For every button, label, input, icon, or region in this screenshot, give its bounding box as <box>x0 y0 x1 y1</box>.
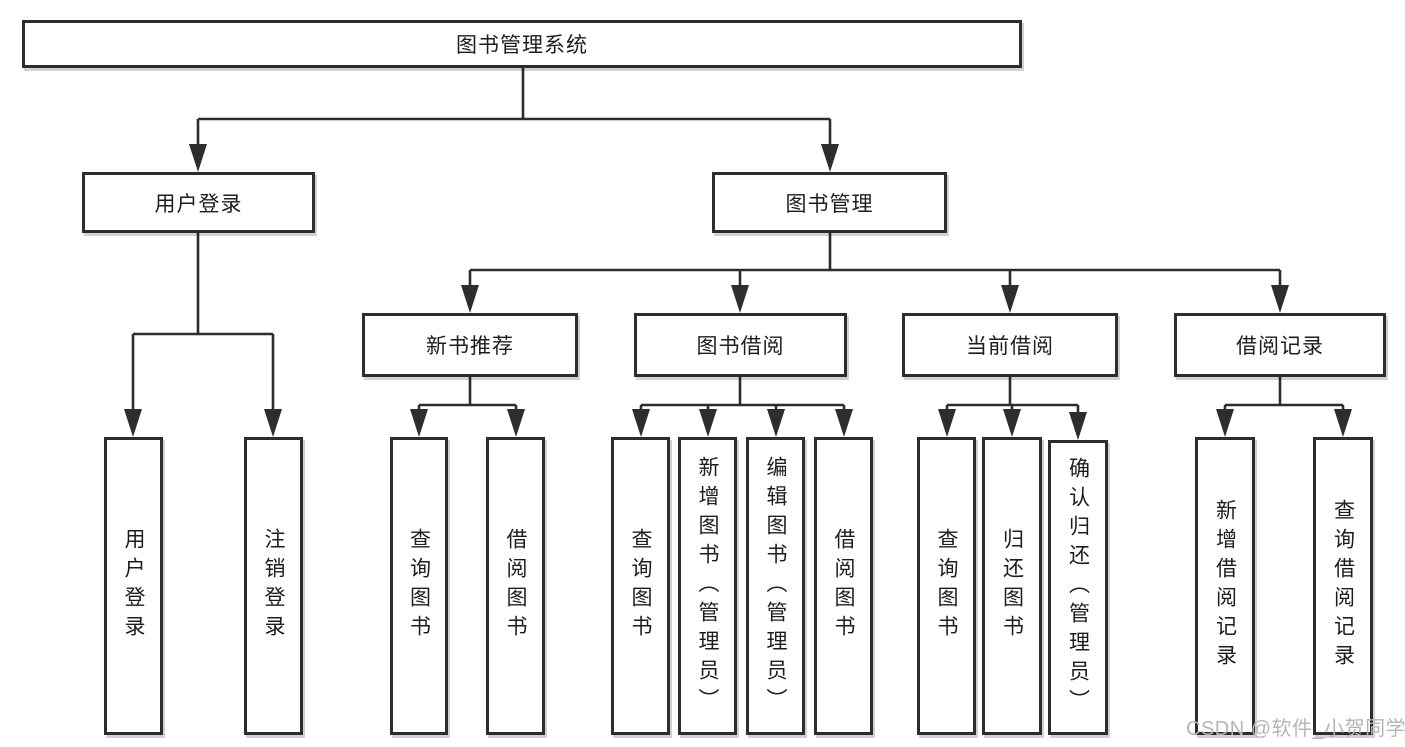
node-label: 编辑图书（管理员） <box>764 455 787 717</box>
leaf-confirm-return-admin: 确认归还（管理员） <box>1048 440 1108 735</box>
node-new-book-recommendation: 新书推荐 <box>362 313 578 377</box>
node-label: 注销登录 <box>262 528 285 644</box>
node-label: 图书借阅 <box>696 335 785 358</box>
node-label: 用户登录 <box>122 528 145 644</box>
leaf-borrow-books-borrowing: 借阅图书 <box>814 437 873 735</box>
edge-book-borrowing-to-leaves <box>632 377 853 437</box>
node-label: 借阅图书 <box>504 528 527 644</box>
node-label: 当前借阅 <box>966 335 1054 358</box>
node-label: 用户登录 <box>154 192 243 216</box>
edge-borrowing-records-to-leaves <box>1216 377 1352 437</box>
node-label: 查询图书 <box>407 528 431 644</box>
edge-current-borrowing-to-leaves <box>938 377 1087 440</box>
node-label: 图书管理系统 <box>456 34 588 57</box>
node-borrowing-records: 借阅记录 <box>1174 313 1386 377</box>
node-book-borrowing: 图书借阅 <box>634 313 847 377</box>
leaf-borrow-books-recommendation: 借阅图书 <box>486 437 545 735</box>
node-user-login: 用户登录 <box>82 172 315 233</box>
leaf-query-books-recommendation: 查询图书 <box>390 437 448 735</box>
node-library-management-system: 图书管理系统 <box>22 20 1022 68</box>
watermark-text: CSDN @软件_小贺同学 <box>1186 718 1405 740</box>
node-current-borrowing: 当前借阅 <box>902 313 1118 377</box>
leaf-user-login: 用户登录 <box>104 437 163 735</box>
leaf-edit-books-admin: 编辑图书（管理员） <box>746 437 805 735</box>
edge-new-book-recommendation-to-leaves <box>410 377 525 437</box>
edge-root-to-level2 <box>189 68 839 172</box>
node-label: 借阅图书 <box>832 528 855 644</box>
node-label: 确认归还（管理员） <box>1066 457 1090 718</box>
node-label: 查询借阅记录 <box>1331 499 1355 673</box>
leaf-return-books: 归还图书 <box>982 437 1042 735</box>
node-label: 图书管理 <box>785 192 874 216</box>
leaf-query-borrow-record: 查询借阅记录 <box>1313 437 1373 735</box>
node-label: 归还图书 <box>1000 528 1024 644</box>
edge-book-management-to-level3 <box>461 233 1289 313</box>
node-label: 新书推荐 <box>426 335 514 358</box>
leaf-add-books-admin: 新增图书（管理员） <box>678 437 737 735</box>
node-label: 借阅记录 <box>1236 335 1324 358</box>
edge-user-login-to-leaves <box>124 233 282 437</box>
node-label: 新增图书（管理员） <box>696 455 719 717</box>
leaf-query-books-borrowing: 查询图书 <box>611 437 670 735</box>
node-label: 新增借阅记录 <box>1213 499 1237 673</box>
leaf-logout-login: 注销登录 <box>244 437 303 735</box>
node-label: 查询图书 <box>629 528 652 644</box>
leaf-query-books-current: 查询图书 <box>917 437 976 735</box>
node-label: 查询图书 <box>935 528 958 644</box>
leaf-add-borrow-record: 新增借阅记录 <box>1195 437 1255 735</box>
node-book-management: 图书管理 <box>712 172 947 233</box>
